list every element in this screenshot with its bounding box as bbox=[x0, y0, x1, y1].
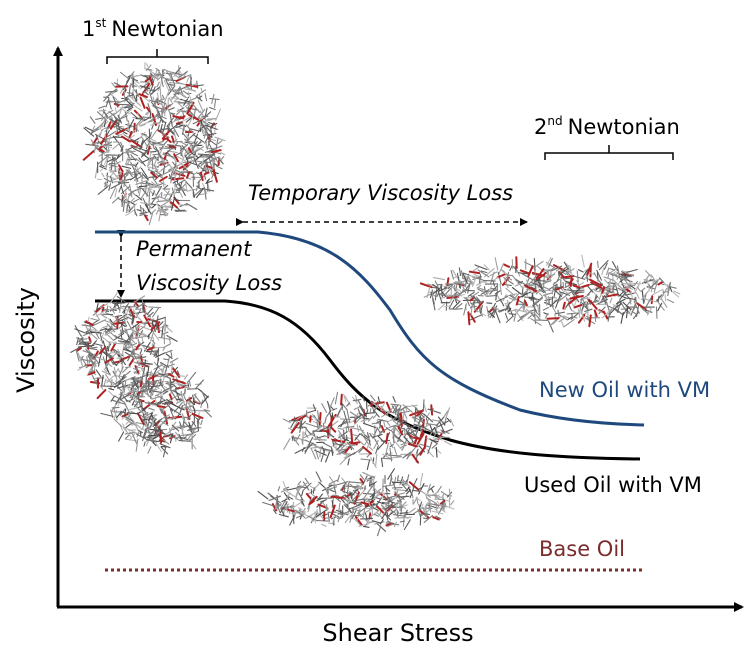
permanent-loss-label-line2: Viscosity Loss bbox=[136, 271, 282, 295]
second-newtonian-bracket bbox=[544, 145, 674, 160]
permanent-loss-label-line1: Permanent bbox=[136, 237, 252, 261]
first-newtonian-bracket bbox=[106, 49, 209, 64]
coiled-polymer-molecule-new bbox=[82, 61, 226, 226]
new-oil-label: New Oil with VM bbox=[539, 378, 710, 402]
temporary-loss-label: Temporary Viscosity Loss bbox=[248, 181, 513, 205]
stretched-polymer-molecule-new bbox=[419, 254, 681, 333]
y-axis-label: Viscosity bbox=[12, 287, 40, 393]
base-oil-label: Base Oil bbox=[539, 537, 625, 561]
coiled-polymer-molecule-used-b bbox=[100, 361, 212, 458]
stretched-polymer-molecule-used-b bbox=[257, 468, 455, 537]
used-oil-label: Used Oil with VM bbox=[524, 473, 702, 497]
stretched-polymer-molecule-used-a bbox=[282, 391, 454, 471]
new-oil-curve bbox=[95, 230, 645, 427]
x-axis-label: Shear Stress bbox=[322, 619, 473, 646]
coiled-polymer-molecule-used-a bbox=[70, 292, 179, 402]
